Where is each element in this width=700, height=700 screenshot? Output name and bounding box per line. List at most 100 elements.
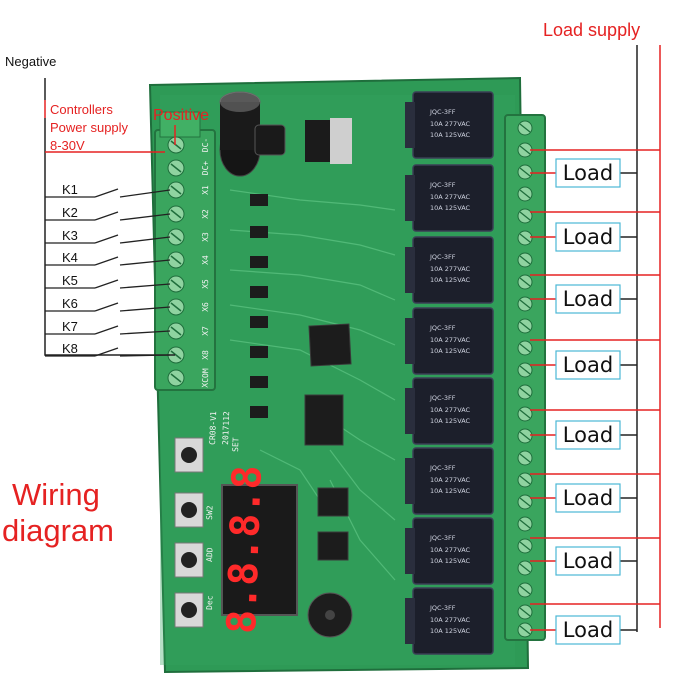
relay-rating: 10A 125VAC <box>430 204 471 212</box>
switch-contact <box>94 302 119 312</box>
input-terminal-block <box>154 111 216 391</box>
load-label: Load <box>563 353 613 377</box>
input-silk-label: X4 <box>201 255 210 265</box>
power-supply-label: Power supply <box>50 120 129 135</box>
board-silkscreen: CR08-V1 2017112 SET SW2 ADD Dec <box>205 411 241 610</box>
relay-rating: 10A 277VAC <box>430 265 471 273</box>
switch-contact <box>94 256 119 266</box>
board-model: CR08-V1 <box>208 411 218 445</box>
relay: JQC-3FF 10A 277VAC 10A 125VAC <box>405 587 494 655</box>
relay-rating: 10A 277VAC <box>430 616 471 624</box>
relay-brand: JQC-3FF <box>429 253 456 261</box>
switch-wire <box>119 283 171 289</box>
switch-contact <box>94 211 119 221</box>
switch-contact <box>94 234 119 244</box>
load-box: Load <box>555 615 621 645</box>
voltage-label: 8-30V <box>50 138 85 153</box>
set-label: SET <box>231 437 241 452</box>
switch-label: K1 <box>62 182 78 197</box>
relay-brand: JQC-3FF <box>429 108 456 116</box>
input-silk-label: XCOM <box>201 368 211 388</box>
switch-wire <box>119 213 171 221</box>
relay-brand: JQC-3FF <box>429 394 456 402</box>
optocoupler <box>250 286 268 298</box>
load-label: Load <box>563 618 613 642</box>
input-silk-label: X7 <box>201 326 210 336</box>
load-box: Load <box>555 284 621 314</box>
driver-chip-2 <box>317 487 349 517</box>
voltage-regulator <box>305 118 352 164</box>
load-label: Load <box>563 287 613 311</box>
load-label: Load <box>563 225 613 249</box>
relay-brand: JQC-3FF <box>429 604 456 612</box>
switch-label: K2 <box>62 205 78 220</box>
input-silk-label: X2 <box>201 209 210 219</box>
optocoupler <box>250 346 268 358</box>
load-supply-label: Load supply <box>543 20 640 40</box>
relay-rating: 10A 277VAC <box>430 406 471 414</box>
relay-rating: 10A 125VAC <box>430 276 471 284</box>
switch-contact <box>94 347 119 357</box>
optocoupler <box>250 376 268 388</box>
driver-chip <box>304 394 344 446</box>
relay-rating: 10A 125VAC <box>430 627 471 635</box>
relay-rating: 10A 125VAC <box>430 347 471 355</box>
input-silk-label: DC- <box>201 138 210 153</box>
board-date: 2017112 <box>221 411 231 445</box>
load-box: Load <box>555 546 621 576</box>
load-box: Load <box>555 350 621 380</box>
load-label: Load <box>563 486 613 510</box>
relay-rating: 10A 277VAC <box>430 193 471 201</box>
display-digits: 8.8.8.8 <box>219 465 271 635</box>
input-silk-label: DC+ <box>201 160 211 175</box>
optocoupler <box>250 226 268 238</box>
switch-wire <box>119 259 171 266</box>
inductor <box>254 124 286 156</box>
load-box: Load <box>555 158 621 188</box>
load-wires <box>530 149 660 631</box>
electrolytic-capacitor <box>219 91 261 177</box>
driver-chip-3 <box>317 531 349 561</box>
negative-label: Negative <box>5 54 56 69</box>
relay: JQC-3FF 10A 277VAC 10A 125VAC <box>405 236 494 304</box>
load-label: Load <box>563 549 613 573</box>
relay-rating: 10A 277VAC <box>430 336 471 344</box>
sw2-label: SW2 <box>205 505 215 520</box>
switch-wires <box>45 188 171 357</box>
optocoupler <box>250 316 268 328</box>
load-label: Load <box>563 423 613 447</box>
relay: JQC-3FF 10A 277VAC 10A 125VAC <box>405 164 494 232</box>
switch-label: K6 <box>62 296 78 311</box>
optocoupler-array <box>250 194 268 418</box>
switch-wire <box>119 236 171 244</box>
relay: JQC-3FF 10A 277VAC 10A 125VAC <box>405 307 494 375</box>
relay-rating: 10A 277VAC <box>430 546 471 554</box>
switch-label: K7 <box>62 319 78 334</box>
input-silk-label: X1 <box>201 185 210 195</box>
dec-label: Dec <box>205 595 215 610</box>
load-box: Load <box>555 483 621 513</box>
positive-wire <box>44 100 176 153</box>
switch-contact <box>94 325 119 335</box>
switch-wire <box>119 354 171 357</box>
positive-label: Positive <box>153 107 209 124</box>
relay-brand: JQC-3FF <box>429 181 456 189</box>
switch-label: K4 <box>62 250 78 265</box>
relay-rating: 10A 277VAC <box>430 120 471 128</box>
relay-brand: JQC-3FF <box>429 324 456 332</box>
input-silk-label: X3 <box>201 232 210 242</box>
switch-wire <box>119 189 171 198</box>
optocoupler <box>250 406 268 418</box>
relay-bank: JQC-3FF 10A 277VAC 10A 125VAC JQC-3FF 10A 27… <box>405 91 494 655</box>
load-box: Load <box>555 222 621 252</box>
diagram-label: diagram <box>2 513 114 548</box>
push-buttons <box>174 437 204 628</box>
buzzer <box>307 592 353 638</box>
